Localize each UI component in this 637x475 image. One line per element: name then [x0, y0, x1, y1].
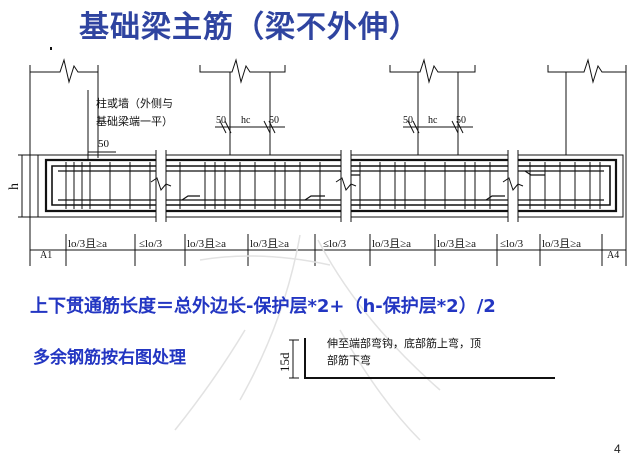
- column-note-leader: [87, 90, 116, 160]
- column-outlines: [29, 58, 627, 265]
- dim-lo3a-4: lo/3且≥a: [372, 238, 411, 250]
- dim-50-left: 50: [98, 138, 110, 150]
- column-note-line2: 基础梁端一平）: [96, 114, 173, 128]
- dim-le-lo3-1: ≤lo/3: [139, 238, 163, 250]
- dim-h-label: h: [7, 183, 22, 190]
- break-marks: [150, 150, 524, 222]
- dim-lo3a-3: lo/3且≥a: [250, 238, 289, 250]
- detail-15d-label: 15d: [277, 352, 292, 372]
- dim-lo3a-6: lo/3且≥a: [542, 238, 581, 250]
- h-dimension: [18, 154, 38, 218]
- formula-text: 上下贯通筋长度＝总外边长-保护层*2+（h-保护层*2）/2: [30, 296, 496, 317]
- beam-reinforcement-diagram: h 柱或墙（外侧与 基础梁端一平） 50 50 hc 50 50 hc 50: [7, 47, 627, 266]
- dim-50-a: 50: [216, 115, 226, 126]
- dim-lo3a-2: lo/3且≥a: [187, 238, 226, 250]
- dim-lo3a-1: lo/3且≥a: [68, 238, 107, 250]
- dim-50-d: 50: [456, 115, 466, 126]
- dim-hc-2: hc: [428, 115, 438, 126]
- beam-body: [37, 154, 624, 218]
- column-note-line1: 柱或墙（外侧与: [96, 96, 173, 110]
- end-hook-detail: 15d 伸至端部弯钩，底部筋上弯，顶 部筋下弯: [277, 336, 555, 379]
- dim-lo3a-5: lo/3且≥a: [437, 238, 476, 250]
- dim-a1: A1: [40, 250, 52, 261]
- dim-50-b: 50: [269, 115, 279, 126]
- hc-dimension-2: [403, 120, 473, 134]
- page-title: 基础梁主筋（梁不外伸）: [79, 10, 420, 45]
- dim-le-lo3-3: ≤lo/3: [500, 238, 524, 250]
- detail-note-line1: 伸至端部弯钩，底部筋上弯，顶: [327, 336, 481, 350]
- dim-50-c: 50: [403, 115, 413, 126]
- dim-le-lo3-2: ≤lo/3: [323, 238, 347, 250]
- detail-note-line2: 部筋下弯: [327, 353, 371, 367]
- dim-hc-1: hc: [241, 115, 251, 126]
- page-number: 4: [614, 442, 621, 456]
- extra-handling-text: 多余钢筋按右图处理: [33, 348, 186, 368]
- hc-dimension-1: [215, 120, 285, 134]
- marker-dot: [50, 47, 52, 50]
- dim-a4: A4: [607, 250, 619, 261]
